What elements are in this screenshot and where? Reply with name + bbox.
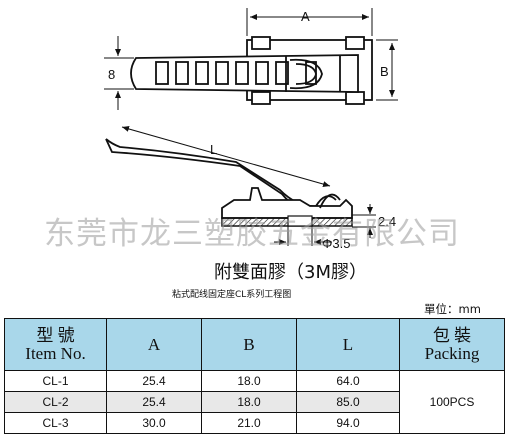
drawing-subtitle: 粘式配线固定座CL系列工程图	[172, 290, 292, 300]
table-row: CL-3 30.0 21.0 94.0	[4, 412, 505, 434]
company-watermark: 东莞市龙三塑胶五金有限公司	[44, 216, 460, 252]
cell-a: 25.4	[106, 370, 202, 392]
cell-item: CL-3	[4, 412, 107, 434]
cell-item: CL-1	[4, 370, 107, 392]
header-a: A	[106, 318, 202, 371]
header-packing-en: Packing	[424, 343, 480, 363]
header-item-no-cn: 型 號	[36, 325, 75, 345]
side-view	[105, 138, 353, 219]
cell-l: 64.0	[296, 370, 400, 392]
mounting-hole	[287, 215, 313, 227]
table-header-row: 型 號 Item No. A B L 包 裝 Packing	[4, 318, 505, 371]
header-packing: 包 裝 Packing	[399, 318, 505, 371]
cell-item: CL-2	[4, 391, 107, 413]
dimension-8	[104, 36, 134, 110]
dim-8-label: 8	[108, 67, 115, 82]
dimension-a	[246, 8, 373, 36]
dim-b-label: B	[380, 64, 389, 79]
cell-l: 94.0	[296, 412, 400, 434]
adhesive-layer	[221, 217, 353, 227]
cell-a: 25.4	[106, 391, 202, 413]
cell-packing: 100PCS	[399, 370, 505, 434]
header-item-no: 型 號 Item No.	[4, 318, 107, 371]
cell-b: 21.0	[201, 412, 297, 434]
header-item-no-en: Item No.	[25, 343, 86, 363]
dimension-l	[121, 126, 331, 187]
unit-label: 單位：mm	[424, 302, 481, 316]
dim-l-label: L	[210, 142, 217, 157]
cell-a: 30.0	[106, 412, 202, 434]
dimension-thickness	[352, 204, 376, 238]
spec-table: 型 號 Item No. A B L 包 裝 Packing CL-1 25.4…	[4, 318, 505, 434]
dim-hole-label: Φ3.5	[322, 236, 350, 251]
top-view	[130, 36, 373, 105]
cell-b: 18.0	[201, 370, 297, 392]
engineering-drawing: A B 8	[104, 8, 398, 251]
drawing-title: 附雙面膠（3M膠）	[214, 262, 367, 283]
header-packing-cn: 包 裝	[432, 325, 472, 345]
header-b: B	[201, 318, 297, 371]
dim-thickness-label: 2.4	[378, 214, 396, 229]
dimension-hole	[274, 226, 332, 246]
table-row: CL-1 25.4 18.0 64.0 100PCS	[4, 370, 505, 434]
header-l: L	[296, 318, 400, 371]
cell-l: 85.0	[296, 391, 400, 413]
dimension-b	[376, 39, 398, 101]
cell-b: 18.0	[201, 391, 297, 413]
dim-a-label: A	[301, 9, 310, 24]
